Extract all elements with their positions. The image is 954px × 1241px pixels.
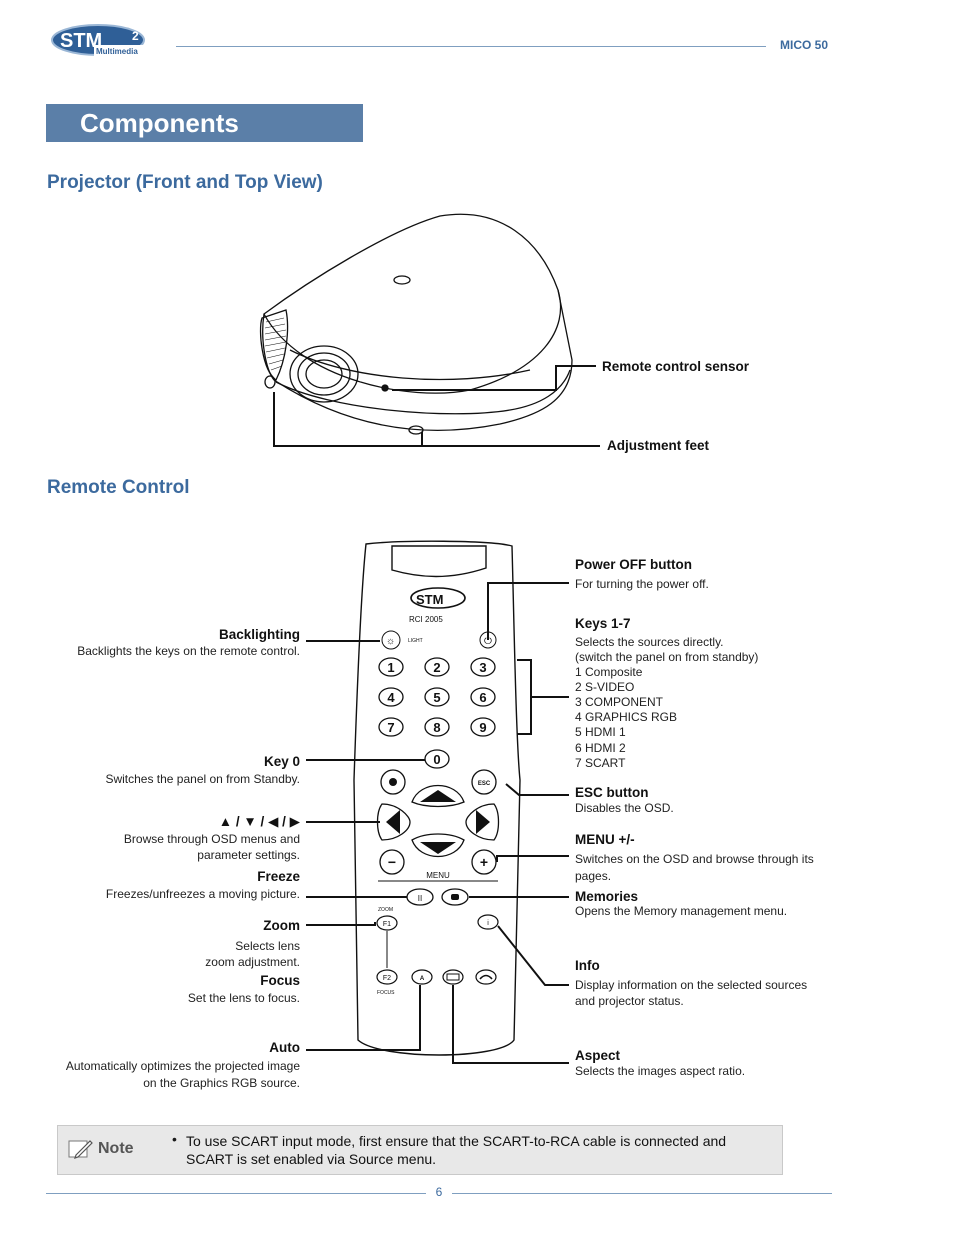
label-zoom: Zoom xyxy=(263,918,300,933)
key-4: 4 xyxy=(387,690,395,705)
desc-keys-line-0: Selects the sources directly. xyxy=(575,635,724,649)
key-6: 6 xyxy=(479,690,486,705)
label-menu: MENU +/- xyxy=(575,832,635,847)
desc-keys-line-6: 5 HDMI 1 xyxy=(575,725,626,739)
key-7: 7 xyxy=(387,720,394,735)
zoom-key-caption: ZOOM xyxy=(378,907,393,913)
desc-keys-line-4: 3 COMPONENT xyxy=(575,695,664,709)
label-memories: Memories xyxy=(575,889,639,904)
desc-zoom-1: Selects lens xyxy=(235,939,300,953)
label-remote-control-sensor: Remote control sensor xyxy=(602,359,750,374)
label-key0: Key 0 xyxy=(263,754,300,769)
stm-logo: STM 2 Multimedia xyxy=(51,24,150,56)
desc-esc: Disables the OSD. xyxy=(575,801,674,815)
label-info: Info xyxy=(575,958,600,973)
logo-text: STM xyxy=(60,30,102,52)
remote-model: RCI 2005 xyxy=(409,615,443,624)
note-label: Note xyxy=(98,1140,134,1157)
label-arrow-keys: ▲ / ▼ / ◀ / ▶ xyxy=(218,814,300,829)
desc-keys-line-2: 1 Composite xyxy=(575,665,643,679)
focus-key-caption: FOCUS xyxy=(377,990,395,996)
pencil-icon xyxy=(68,1140,93,1159)
note-box xyxy=(57,1125,783,1175)
f1-key-label: F1 xyxy=(383,921,391,928)
footer-rule-left xyxy=(46,1193,426,1194)
note-bullet: • xyxy=(172,1131,177,1147)
model-name: MICO 50 xyxy=(780,38,829,52)
key-3: 3 xyxy=(479,660,486,675)
desc-keys-line-3: 2 S-VIDEO xyxy=(575,680,635,694)
projector-illustration xyxy=(259,213,600,447)
section-title-projector: Projector (Front and Top View) xyxy=(47,172,323,193)
label-aspect: Aspect xyxy=(575,1048,621,1063)
desc-freeze: Freezes/unfreezes a moving picture. xyxy=(105,887,300,901)
desc-backlighting: Backlights the keys on the remote contro… xyxy=(77,644,300,658)
logo-subtext: Multimedia xyxy=(96,47,138,56)
key-1: 1 xyxy=(387,660,394,675)
desc-info-1: Display information on the selected sour… xyxy=(575,978,808,992)
desc-menu-1: Switches on the OSD and browse through i… xyxy=(575,852,814,866)
page-title: Components xyxy=(80,108,239,138)
desc-auto-1: Automatically optimizes the projected im… xyxy=(65,1059,300,1073)
desc-memories: Opens the Memory management menu. xyxy=(575,904,788,918)
svg-text:2: 2 xyxy=(132,29,139,43)
minus-key-label: − xyxy=(388,854,396,870)
label-adjustment-feet: Adjustment feet xyxy=(607,438,710,453)
desc-menu-2: pages. xyxy=(575,869,612,883)
key-9: 9 xyxy=(479,720,486,735)
svg-text:i: i xyxy=(487,920,489,927)
desc-power-off: For turning the power off. xyxy=(575,577,709,591)
label-backlighting: Backlighting xyxy=(218,627,300,642)
label-focus: Focus xyxy=(260,973,300,988)
desc-zoom-2: zoom adjustment. xyxy=(205,955,300,969)
remote-control-illustration: STM RCI 2005 ☼ LIGHT ⏻ 1 2 3 4 5 6 7 8 9… xyxy=(353,540,521,1056)
note-text: To use SCART input mode, first ensure th… xyxy=(186,1133,727,1167)
page-title-banner: Components xyxy=(46,104,363,142)
label-auto: Auto xyxy=(269,1040,300,1055)
desc-arrow-keys-1: Browse through OSD menus and xyxy=(123,832,300,846)
f2-key-label: F2 xyxy=(383,975,391,982)
svg-text:STM: STM xyxy=(416,592,443,607)
label-freeze: Freeze xyxy=(257,869,300,884)
desc-aspect: Selects the images aspect ratio. xyxy=(575,1064,746,1078)
desc-focus: Set the lens to focus. xyxy=(187,991,300,1005)
key-0: 0 xyxy=(433,752,440,767)
desc-key0: Switches the panel on from Standby. xyxy=(105,772,300,786)
desc-arrow-keys-2: parameter settings. xyxy=(197,848,300,862)
desc-auto-2: on the Graphics RGB source. xyxy=(143,1076,300,1090)
auto-key-label: A xyxy=(420,976,425,982)
key-5: 5 xyxy=(433,690,440,705)
desc-keys-line-1: (switch the panel on from standby) xyxy=(575,650,759,664)
light-label: LIGHT xyxy=(408,638,423,644)
svg-text:☼: ☼ xyxy=(386,636,395,647)
plus-key-label: + xyxy=(480,854,488,870)
key-8: 8 xyxy=(433,720,440,735)
label-esc: ESC button xyxy=(575,785,649,800)
label-keys-1-7: Keys 1-7 xyxy=(575,616,631,631)
desc-keys-line-8: 7 SCART xyxy=(575,756,626,770)
desc-keys-line-5: 4 GRAPHICS RGB xyxy=(575,710,678,724)
svg-text:II: II xyxy=(418,894,422,903)
header-rule xyxy=(176,46,766,47)
desc-keys-line-7: 6 HDMI 2 xyxy=(575,741,626,755)
desc-info-2: and projector status. xyxy=(575,994,684,1008)
svg-text:⏻: ⏻ xyxy=(484,636,492,647)
key-2: 2 xyxy=(433,660,440,675)
menu-key-label: MENU xyxy=(426,871,450,880)
label-power-off: Power OFF button xyxy=(575,557,692,572)
esc-key-label: ESC xyxy=(478,781,491,787)
footer-rule-right xyxy=(452,1193,832,1194)
page-number: 6 xyxy=(435,1185,443,1199)
section-title-remote: Remote Control xyxy=(47,477,190,498)
